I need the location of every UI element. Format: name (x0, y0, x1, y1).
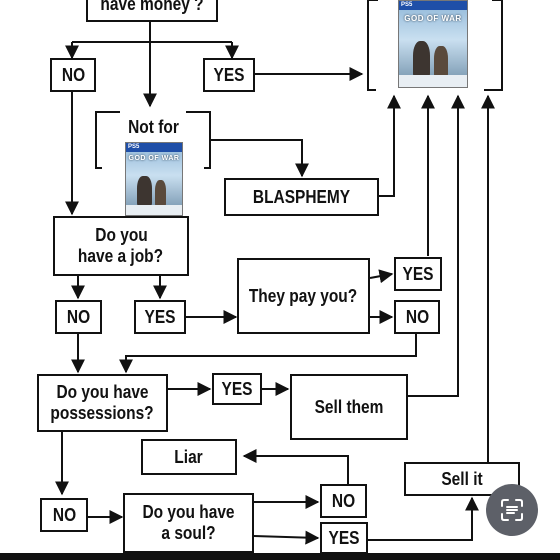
node-have-job-line2: have a job? (78, 246, 164, 266)
node-sell-them: Sell them (290, 374, 408, 440)
node-yes-top: YES (203, 58, 255, 92)
game-cover-prize: PS5 GOD OF WAR (398, 0, 468, 88)
edge-soulno-liar (242, 449, 349, 484)
cover-platform: PS5 (399, 1, 467, 10)
edge-sell-prize (408, 94, 465, 397)
cover-ground-small (126, 204, 182, 215)
cover-figure-child-small (155, 180, 167, 207)
node-pay-yes-label: YES (402, 263, 434, 284)
edge-soul-yes (253, 530, 320, 545)
node-yes-top-label: YES (213, 64, 245, 85)
node-poss-yes: YES (212, 373, 262, 405)
node-soul-yes: YES (320, 522, 368, 554)
cover-logo-small: GOD OF WAR (128, 155, 180, 162)
node-have-job-line1: Do you (94, 225, 148, 246)
node-have-money: have money ? (86, 0, 218, 22)
node-possessions-line2: possessions? (50, 403, 155, 423)
edge-soulyes-sellit (368, 496, 479, 541)
node-soul-no: NO (320, 484, 367, 518)
node-blasphemy: BLASPHEMY (224, 178, 379, 216)
edge-money-split (72, 22, 232, 43)
edge-notfor-blasphemy (210, 139, 309, 178)
node-no-top-label: NO (61, 64, 85, 85)
bottom-edge-bar (0, 553, 560, 560)
edge-pay-yes (369, 269, 394, 284)
node-have-soul-line2: a soul? (161, 523, 216, 543)
node-they-pay: They pay you? (237, 258, 370, 334)
node-not-for-label: Not for (127, 117, 179, 137)
node-liar-label: Liar (174, 446, 204, 467)
node-no-top: NO (50, 58, 96, 92)
cover-figure-child (434, 45, 448, 77)
lens-scan-icon (501, 499, 523, 521)
node-blasphemy-label: BLASPHEMY (252, 186, 351, 207)
node-possessions: Do you have possessions? (37, 374, 168, 432)
cover-ground (399, 74, 467, 87)
node-job-yes-label: YES (144, 306, 176, 327)
node-liar: Liar (141, 439, 237, 475)
node-they-pay-label: They pay you? (249, 285, 358, 306)
node-soul-no-left-label: NO (52, 504, 76, 525)
node-have-job: Do you have a job? (53, 216, 189, 276)
cover-platform-small: PS5 (126, 143, 182, 152)
cover-figure-warrior (412, 40, 431, 77)
lens-scan-button[interactable] (486, 484, 538, 536)
node-pay-yes: YES (394, 257, 442, 291)
prize-bracket (367, 0, 503, 91)
node-soul-yes-label: YES (328, 527, 360, 548)
node-have-soul-line1: Do you have (142, 502, 235, 523)
node-soul-no-label: NO (331, 490, 356, 511)
edge-blasphemy-prize (378, 94, 401, 197)
game-cover-not-for: PS5 GOD OF WAR (125, 142, 183, 216)
node-pay-no-label: NO (405, 306, 429, 327)
cover-logo: GOD OF WAR (404, 14, 462, 23)
node-pay-no: NO (394, 300, 440, 334)
edge-payno-down (119, 334, 417, 374)
node-job-no: NO (55, 300, 102, 334)
node-job-no-label: NO (66, 306, 91, 327)
node-have-money-label: have money ? (100, 0, 204, 14)
node-have-soul: Do you have a soul? (123, 493, 254, 553)
node-poss-yes-label: YES (221, 378, 253, 399)
node-soul-no-left: NO (40, 498, 88, 532)
cover-figure-warrior-small (137, 176, 152, 207)
node-sell-it-label: Sell it (441, 468, 483, 489)
node-possessions-line1: Do you have (56, 382, 149, 403)
node-sell-them-label: Sell them (314, 396, 384, 417)
node-job-yes: YES (134, 300, 186, 334)
